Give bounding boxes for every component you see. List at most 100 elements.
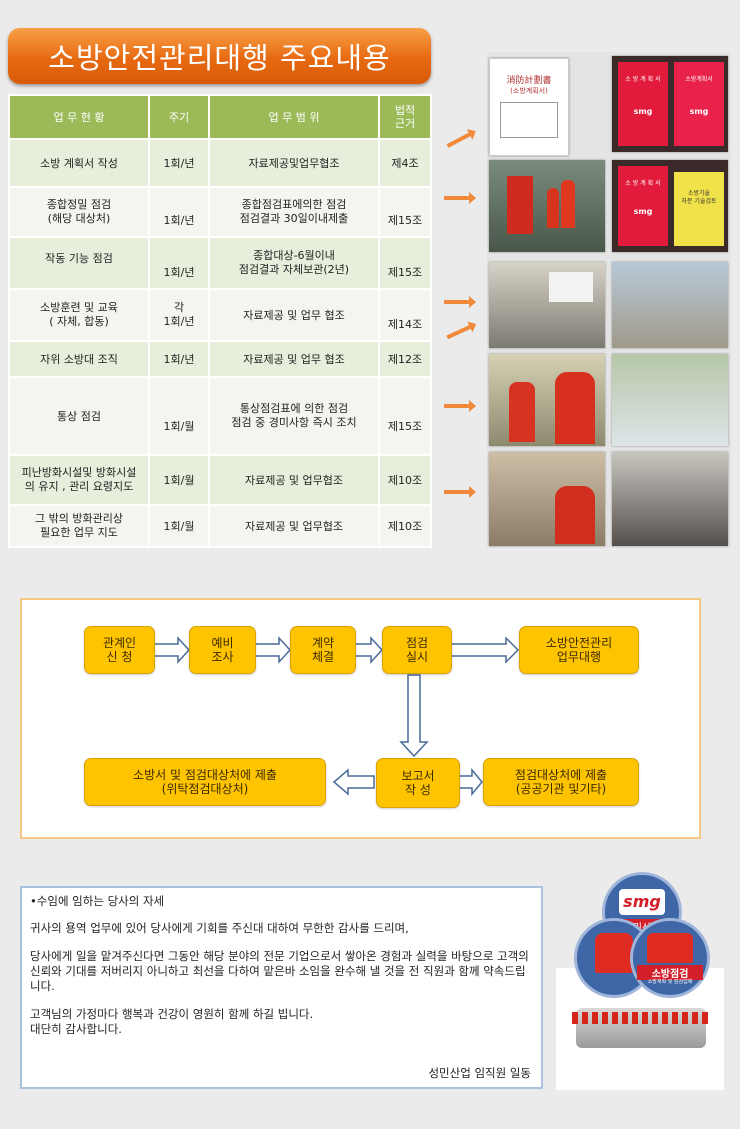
- table-row: 소방훈련 및 교육 ( 자체, 합동) 각 1회/년 자료제공 및 업무 협조 …: [8, 288, 432, 342]
- flow-arrow-icon: [353, 636, 384, 664]
- message-paragraph: 고객님의 가정마다 행복과 건강이 영원히 함께 하길 빕니다. 대단히 감사합…: [30, 1007, 314, 1036]
- task-cell: 종합정밀 점검 (해당 대상처): [8, 186, 150, 238]
- inspection-photo: [489, 160, 605, 252]
- scope-cell: 자료제공및업무협조: [208, 138, 380, 188]
- task-cell: 피난방화시설및 방화시설 의 유지 , 관리 요령지도: [8, 454, 150, 506]
- process-flow-panel: 관계인 신 청 예비 조사 계약 체결 점검 실시 소방안전관리 업무대행 보고…: [20, 598, 701, 839]
- flow-step-label: 점검 실시: [405, 636, 429, 664]
- logo-mark: smg: [689, 107, 709, 116]
- table-row: 피난방화시설및 방화시설 의 유지 , 관리 요령지도 1회/월 자료제공 및 …: [8, 454, 432, 506]
- arrow-icon: [444, 296, 476, 308]
- law-cell: 제15조: [378, 376, 432, 456]
- header-task: 업 무 현 황: [8, 94, 150, 140]
- arrow-icon: [446, 324, 472, 340]
- scope-cell: 자료제공 및 업무협조: [208, 504, 380, 548]
- scope-cell: 자료제공 및 업무 협조: [208, 340, 380, 378]
- arrow-icon: [444, 486, 476, 498]
- meeting-photo: [489, 452, 605, 546]
- jacket-icon: [595, 933, 633, 973]
- smg-logo-icon: smg: [619, 889, 665, 915]
- extinguisher-photo: [612, 354, 728, 446]
- arrow-icon: [446, 132, 472, 148]
- doc-title: 消防計劃書: [506, 76, 552, 86]
- scope-cell: 자료제공 및 업무 협조: [208, 288, 380, 342]
- binder-label: 소 방 계 획 서: [625, 76, 661, 83]
- binder-red: 소방계획서 smg: [674, 62, 724, 146]
- table-header-row: 업 무 현 황 주기 업 무 범 위 법적 근거: [8, 94, 432, 140]
- cycle-cell: 각 1회/년: [148, 288, 210, 342]
- table-row: 자위 소방대 조직 1회/년 자료제공 및 업무 협조 제12조: [8, 340, 432, 378]
- task-cell: 자위 소방대 조직: [8, 340, 150, 378]
- flow-arrow-icon: [449, 636, 520, 664]
- cycle-cell: 1회/월: [148, 454, 210, 506]
- law-cell: 제10조: [378, 454, 432, 506]
- cycle-cell: 1회/년: [148, 236, 210, 290]
- binder-label: 소 방 계 획 서: [625, 180, 661, 187]
- message-paragraph: 당사에게 일을 맡겨주신다면 그동안 해당 분야의 전문 기업으로서 쌓아온 경…: [30, 949, 529, 993]
- table-row: 작동 기능 점검 1회/년 종합대상-6월이내 점검결과 자체보관(2년) 제1…: [8, 236, 432, 290]
- law-cell: 제15조: [378, 186, 432, 238]
- cycle-cell: 1회/년: [148, 340, 210, 378]
- task-cell: 그 밖의 방화관리상 필요한 업무 지도: [8, 504, 150, 548]
- flow-step-label: 예비 조사: [211, 636, 234, 664]
- flow-step-submit-fire-station: 소방서 및 점검대상처에 제출 (위탁점검대상처): [84, 758, 326, 806]
- task-cell: 작동 기능 점검: [8, 236, 150, 290]
- badge-label: 소방점검: [637, 965, 703, 980]
- binder-image: 소 방 계 획 서 smg 소방계획서 smg: [612, 56, 728, 152]
- flow-step-label: 소방서 및 점검대상처에 제출 (위탁점검대상처): [133, 768, 277, 796]
- table-row: 종합정밀 점검 (해당 대상처) 1회/년 종합점검표에의한 점검 점검결과 3…: [8, 186, 432, 238]
- cycle-cell: 1회/년: [148, 186, 210, 238]
- training-photo: [489, 262, 605, 348]
- arrow-icon: [444, 192, 476, 204]
- flow-step-inspect: 점검 실시: [382, 626, 452, 674]
- plan-document-image: 消防計劃書 (소방계획서): [489, 58, 569, 156]
- flow-arrow-icon: [332, 768, 375, 796]
- cycle-cell: 1회/년: [148, 138, 210, 188]
- logo-mark: smg: [633, 207, 653, 216]
- staff-photo: [612, 452, 728, 546]
- flow-step-label: 관계인 신 청: [102, 636, 137, 664]
- flow-step-label: 소방안전관리 업무대행: [545, 636, 613, 664]
- cycle-cell: 1회/월: [148, 504, 210, 548]
- panel-check-photo: [489, 354, 605, 446]
- logo-mark: smg: [633, 107, 653, 116]
- message-paragraph: 귀사의 용역 업무에 있어 당사에게 기회를 주신대 대하여 무한한 감사를 드…: [30, 921, 409, 935]
- flow-arrow-icon: [458, 767, 483, 797]
- scope-cell: 자료제공 및 업무협조: [208, 454, 380, 506]
- header-law: 법적 근거: [378, 94, 432, 140]
- doc-subtitle: (소방계획서): [510, 87, 548, 95]
- duty-table: 업 무 현 황 주기 업 무 범 위 법적 근거 소방 계획서 작성 1회/년 …: [8, 94, 432, 548]
- scope-cell: 종합점검표에의한 점검 점검결과 30일이내제출: [208, 186, 380, 238]
- scope-cell: 종합대상-6월이내 점검결과 자체보관(2년): [208, 236, 380, 290]
- flow-step-label: 점검대상처에 제출 (공공기관 및기타): [514, 768, 608, 796]
- binder-label: 소방계획서: [685, 76, 713, 83]
- commitment-message: •수임에 임하는 당사의 자세 귀사의 용역 업무에 있어 당사에게 기회를 주…: [20, 886, 543, 1089]
- header-cycle: 주기: [148, 94, 210, 140]
- jacket-icon: [647, 933, 693, 963]
- binder-label: 소방기술 자문 기술검토: [681, 190, 717, 205]
- badge-circle: 소방점검 소방계획 및 점검업체: [630, 918, 710, 998]
- arrow-icon: [444, 400, 476, 412]
- flow-step-submit-target: 점검대상처에 제출 (공공기관 및기타): [483, 758, 639, 806]
- task-cell: 통상 점검: [8, 376, 150, 456]
- binder-red: 소 방 계 획 서 smg: [618, 62, 668, 146]
- page-title: 소방안전관리대행 주요내용: [8, 28, 431, 84]
- flow-arrow-icon: [253, 636, 292, 664]
- scope-cell: 통상점검표에 의한 점검 점검 중 경미사항 즉시 조치: [208, 376, 380, 456]
- flow-arrow-icon: [399, 674, 429, 758]
- flow-step-report: 보고서 작 성: [376, 758, 460, 808]
- flow-step-contract: 계약 체결: [290, 626, 356, 674]
- message-heading: •수임에 임하는 당사의 자세: [30, 894, 165, 908]
- flow-arrows: [152, 636, 520, 797]
- flow-step-apply: 관계인 신 청: [84, 626, 155, 674]
- flow-step-agency: 소방안전관리 업무대행: [519, 626, 639, 674]
- law-cell: 제12조: [378, 340, 432, 378]
- flow-step-label: 계약 체결: [311, 636, 335, 664]
- table-row: 그 밖의 방화관리상 필요한 업무 지도 1회/월 자료제공 및 업무협조 제1…: [8, 504, 432, 548]
- law-cell: 제4조: [378, 138, 432, 188]
- table-row: 소방 계획서 작성 1회/년 자료제공및업무협조 제4조: [8, 138, 432, 188]
- drill-photo: [612, 262, 728, 348]
- flow-step-label: 보고서 작 성: [401, 769, 435, 797]
- message-signature: 성민산업 임직원 일동: [428, 1066, 531, 1080]
- cycle-cell: 1회/월: [148, 376, 210, 456]
